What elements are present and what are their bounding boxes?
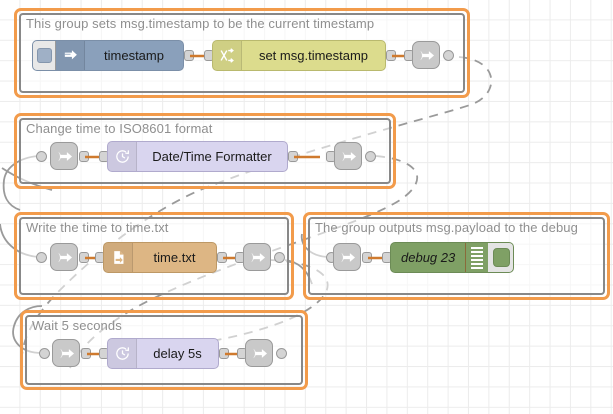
group-title: Write the time to time.txt [26, 220, 169, 235]
node-label: Date/Time Formatter [152, 149, 272, 164]
group-title: Change time to ISO8601 format [26, 121, 213, 136]
port-input-linkin-1[interactable] [36, 151, 47, 162]
debug-toggle-button[interactable] [488, 243, 513, 272]
node-link-out-1[interactable] [412, 41, 440, 69]
node-link-in-4[interactable] [52, 339, 80, 367]
clock-icon [108, 142, 137, 171]
node-label: time.txt [153, 250, 196, 265]
node-link-out-2[interactable] [334, 142, 362, 170]
node-datetime-formatter[interactable]: Date/Time Formatter [107, 141, 288, 172]
port-output-linkout-1[interactable] [443, 50, 454, 61]
group-outer-border [14, 8, 470, 98]
link-out-icon [419, 50, 434, 60]
node-link-in-1[interactable] [50, 142, 78, 170]
link-out-icon [252, 348, 267, 358]
port-input-linkin-2[interactable] [36, 252, 47, 263]
arrow-right-icon [56, 41, 85, 70]
node-inject-timestamp[interactable]: timestamp [32, 40, 184, 71]
link-in-icon [340, 252, 355, 262]
node-file-time-txt[interactable]: time.txt [103, 242, 217, 273]
port-output-linkout-4[interactable] [276, 348, 287, 359]
port-input-linkin-4[interactable] [39, 348, 50, 359]
group-title: This group sets msg.timestamp to be the … [26, 16, 375, 31]
divider [465, 243, 467, 272]
group-outer-border [14, 113, 396, 189]
group-outer-border [20, 310, 308, 390]
link-out-icon [250, 252, 265, 262]
wire-datetime-to-linkout [294, 155, 320, 159]
node-link-out-4[interactable] [245, 339, 273, 367]
clock-icon [108, 339, 137, 368]
group-outer-border [303, 212, 610, 300]
debug-lines-icon [466, 243, 488, 272]
group-outer-border [14, 212, 294, 300]
node-link-in-3[interactable] [333, 243, 361, 271]
group-title: Wait 5 seconds [32, 318, 122, 333]
port-output-linkout-3[interactable] [274, 252, 285, 263]
node-label: debug 23 [401, 250, 456, 265]
link-out-icon [341, 151, 356, 161]
node-delay-5s[interactable]: delay 5s [107, 338, 219, 369]
file-write-icon [104, 243, 133, 272]
inject-trigger-button[interactable] [33, 41, 56, 70]
node-label: timestamp [104, 48, 164, 63]
node-label: delay 5s [153, 346, 202, 361]
node-link-in-2[interactable] [50, 243, 78, 271]
link-in-icon [57, 252, 72, 262]
group-title: The group outputs msg.payload to the deb… [315, 220, 578, 235]
node-change-set-timestamp[interactable]: set msg.timestamp [212, 40, 386, 71]
port-output-linkout-2[interactable] [365, 151, 376, 162]
link-in-icon [57, 151, 72, 161]
node-debug-23[interactable]: debug 23 [390, 242, 514, 273]
link-in-icon [59, 348, 74, 358]
node-link-out-3[interactable] [243, 243, 271, 271]
node-label: set msg.timestamp [258, 48, 369, 63]
shuffle-arrows-icon [213, 41, 242, 70]
